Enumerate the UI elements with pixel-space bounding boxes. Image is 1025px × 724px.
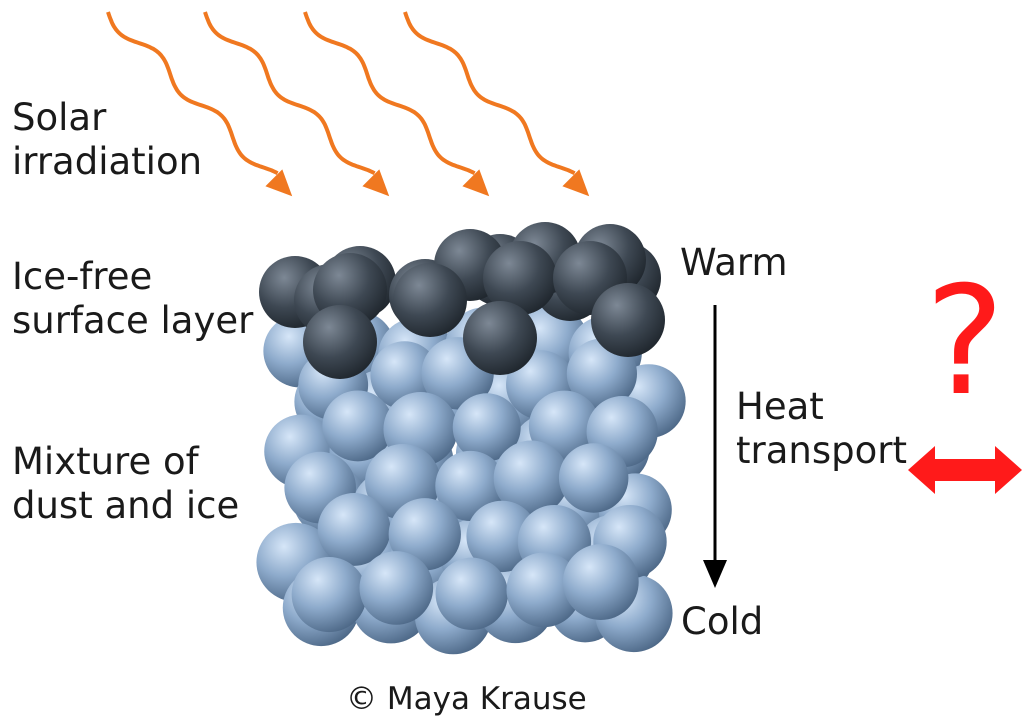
ice-dust-particle <box>291 556 367 633</box>
irradiation-wave-4 <box>403 11 576 176</box>
surface-particle <box>393 263 467 337</box>
surface-particle <box>303 305 377 379</box>
wavy-arrow-icon <box>462 169 490 197</box>
irradiation-wave-3 <box>303 11 476 176</box>
wavy-arrow-icon <box>265 169 293 197</box>
ice-dust-particle <box>466 500 538 573</box>
ice-dust-particle <box>562 544 639 620</box>
surface-particle <box>591 283 665 357</box>
ice-dust-particle <box>359 551 434 625</box>
question-mark: ? <box>925 255 1005 429</box>
ice-dust-particle <box>435 450 506 522</box>
solar-irradiation-label: Solar irradiation <box>12 96 203 183</box>
ice-dust-particle <box>566 338 637 409</box>
ice-dust-particle <box>322 390 394 462</box>
ice-dust-particle <box>317 493 391 566</box>
lateral-heat-arrow <box>908 446 1022 494</box>
ice-dust-particle <box>558 443 629 513</box>
wavy-arrow-icon <box>362 169 390 197</box>
warm-label: Warm <box>680 241 788 284</box>
double-arrow-icon <box>908 446 1022 494</box>
solar-irradiation-rays <box>106 11 590 197</box>
ice-dust-particle <box>506 552 582 628</box>
wavy-arrow-icon <box>562 169 590 197</box>
ice-dust-particle <box>435 557 508 630</box>
cold-label: Cold <box>681 600 764 643</box>
heat-transport-label: Heat transport <box>736 385 907 472</box>
ice-free-layer-label: Ice-free surface layer <box>12 255 254 342</box>
down-arrow-icon <box>703 560 727 588</box>
surface-particle <box>463 301 537 375</box>
ice-dust-particle <box>452 393 521 462</box>
particle-block <box>256 222 686 655</box>
heat-transport-arrow <box>703 305 727 588</box>
irradiation-wave-1 <box>106 11 279 176</box>
ice-dust-particle <box>388 498 461 571</box>
ice-dust-particle <box>493 440 569 516</box>
irradiation-wave-2 <box>203 11 376 176</box>
mixture-label: Mixture of dust and ice <box>12 440 240 527</box>
copyright-notice: © Maya Krause <box>346 681 587 717</box>
surface-particle <box>483 241 557 315</box>
